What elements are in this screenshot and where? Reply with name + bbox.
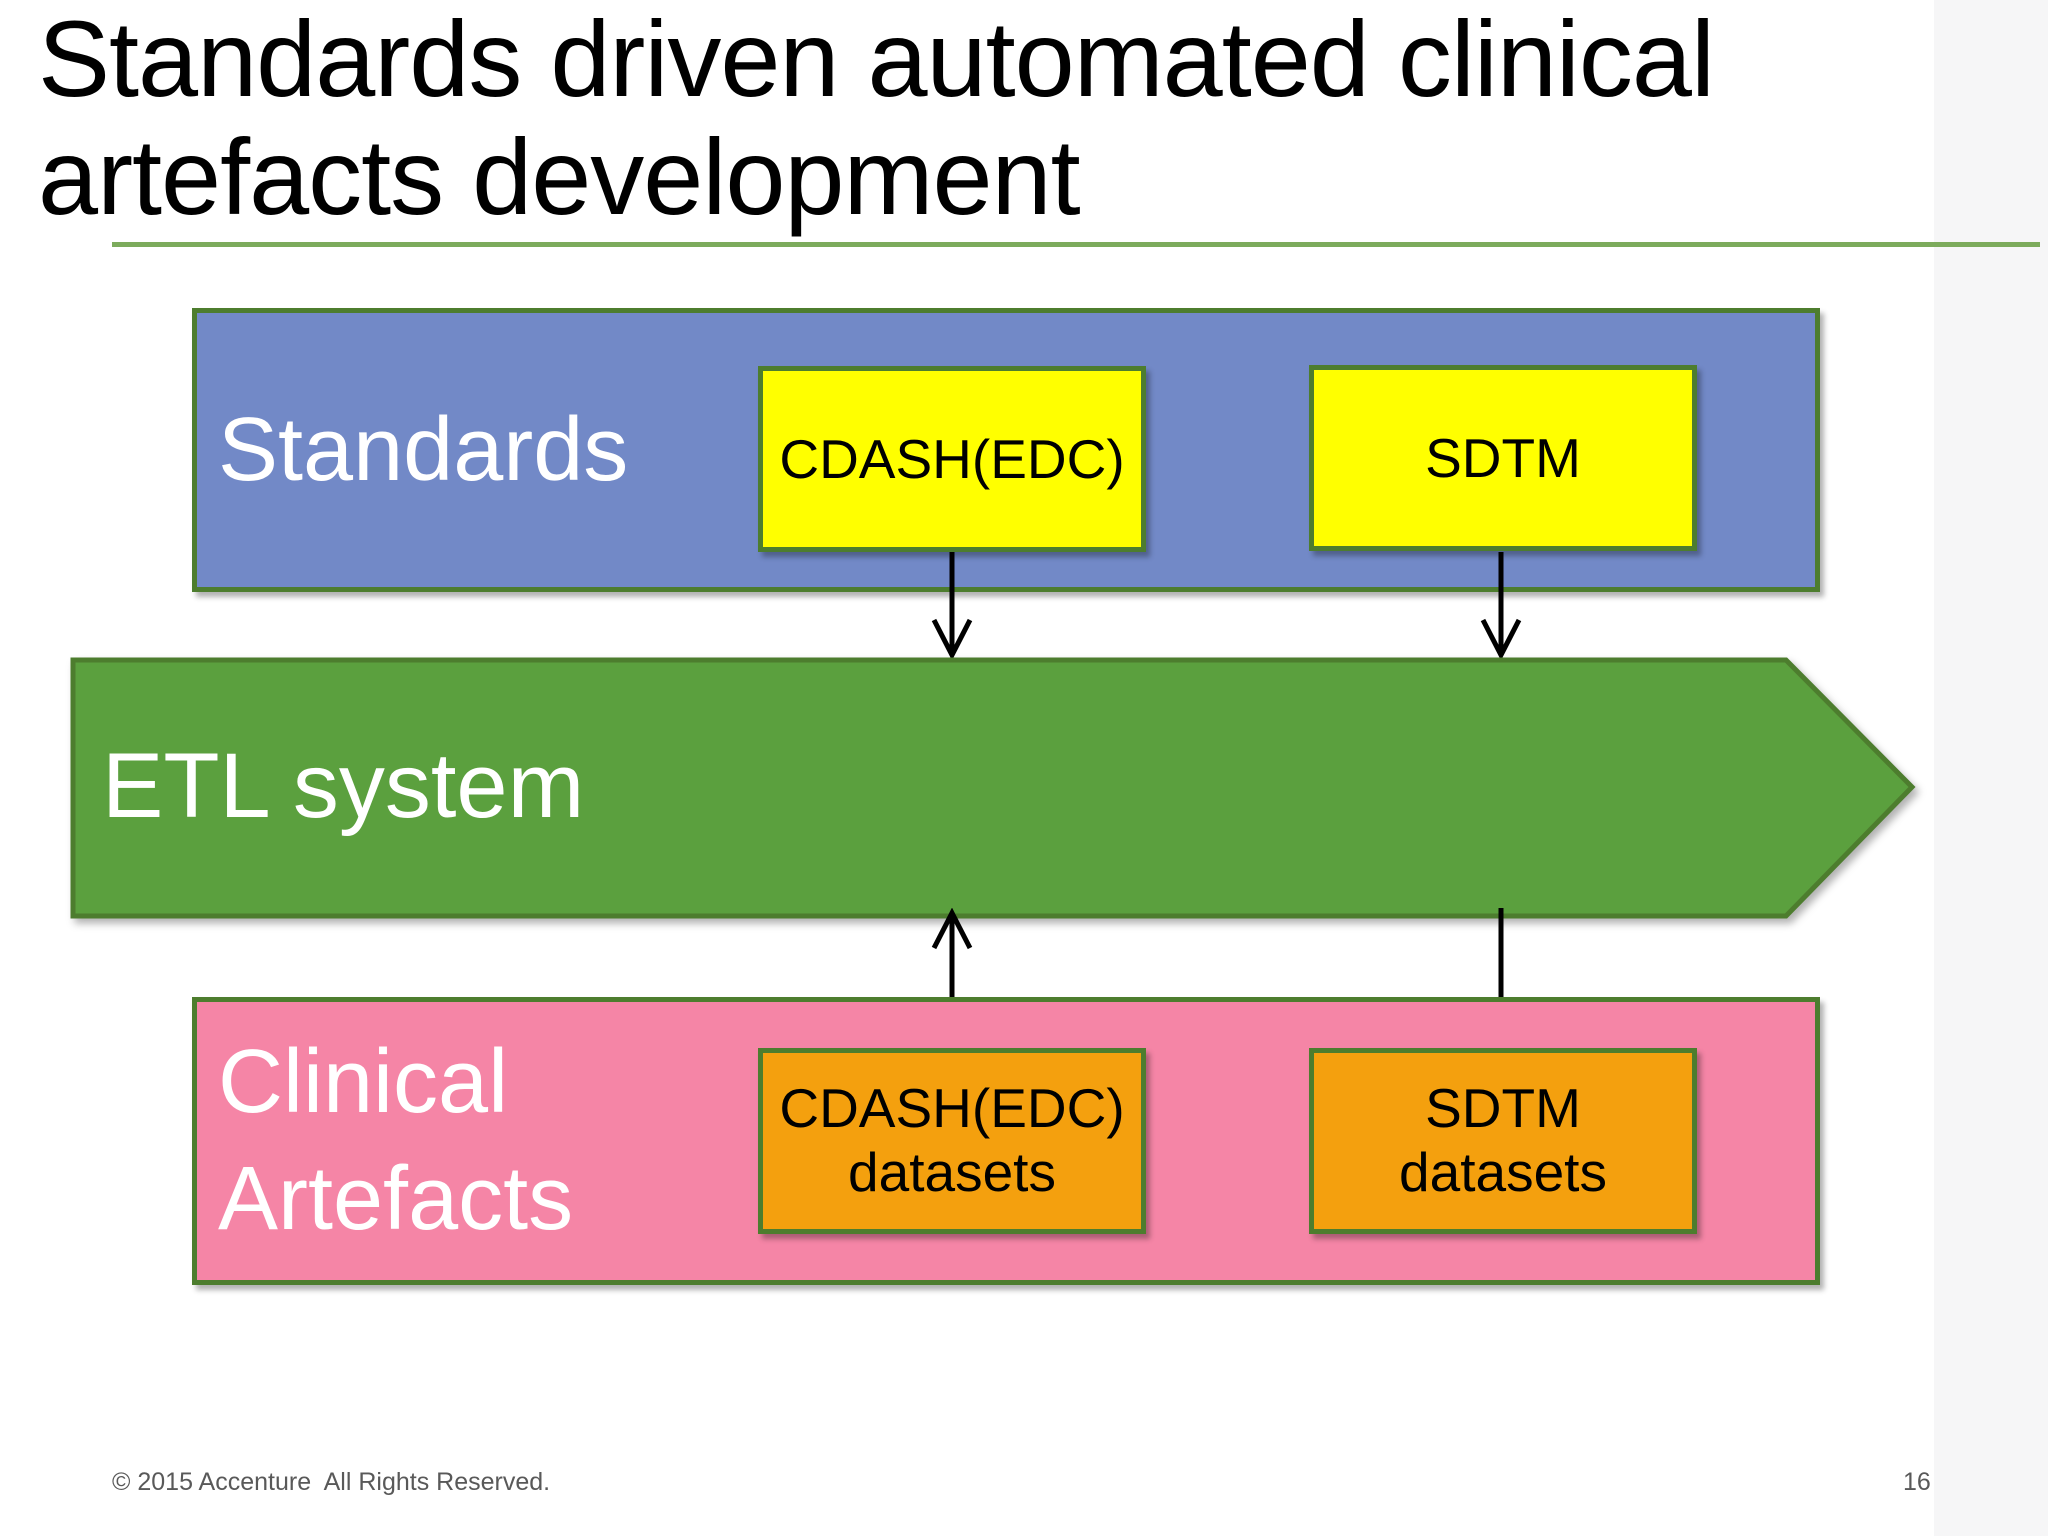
title-line-1: Standards driven automated clinical <box>38 0 1715 119</box>
standards-item-sdtm-label: SDTM <box>1425 427 1581 489</box>
artefacts-item-sdtm-line-2: datasets <box>1399 1141 1607 1203</box>
arrow-sdtm-standard-to-etl-icon <box>1480 552 1522 660</box>
artefacts-label-line-1: Clinical <box>218 1032 509 1132</box>
slide-right-margin <box>1934 0 2048 1536</box>
etl-label: ETL system <box>102 734 585 837</box>
standards-item-cdash: CDASH(EDC) <box>758 366 1146 552</box>
artefacts-label: Clinical Artefacts <box>218 997 573 1285</box>
title-underline <box>112 242 2040 247</box>
slide-title: Standards driven automated clinical arte… <box>38 0 1715 237</box>
artefacts-label-line-2: Artefacts <box>218 1149 574 1249</box>
title-line-2: artefacts development <box>38 115 1081 237</box>
artefacts-item-sdtm-line-1: SDTM <box>1425 1077 1581 1140</box>
artefacts-item-cdash-line-2: datasets <box>848 1141 1056 1203</box>
artefacts-item-cdash-datasets: CDASH(EDC) datasets <box>758 1048 1146 1234</box>
standards-item-cdash-label: CDASH(EDC) <box>779 428 1125 490</box>
standards-item-sdtm: SDTM <box>1309 365 1697 551</box>
artefacts-item-sdtm-datasets: SDTM datasets <box>1309 1048 1697 1234</box>
copyright-text: © 2015 Accenture All Rights Reserved. <box>112 1468 551 1496</box>
arrow-cdash-standard-to-etl-icon <box>931 552 973 660</box>
page-number: 16 <box>1903 1468 1931 1496</box>
etl-arrow-shape <box>70 657 1916 919</box>
standards-label: Standards <box>218 399 629 500</box>
artefacts-item-cdash-line-1: CDASH(EDC) <box>779 1077 1125 1140</box>
